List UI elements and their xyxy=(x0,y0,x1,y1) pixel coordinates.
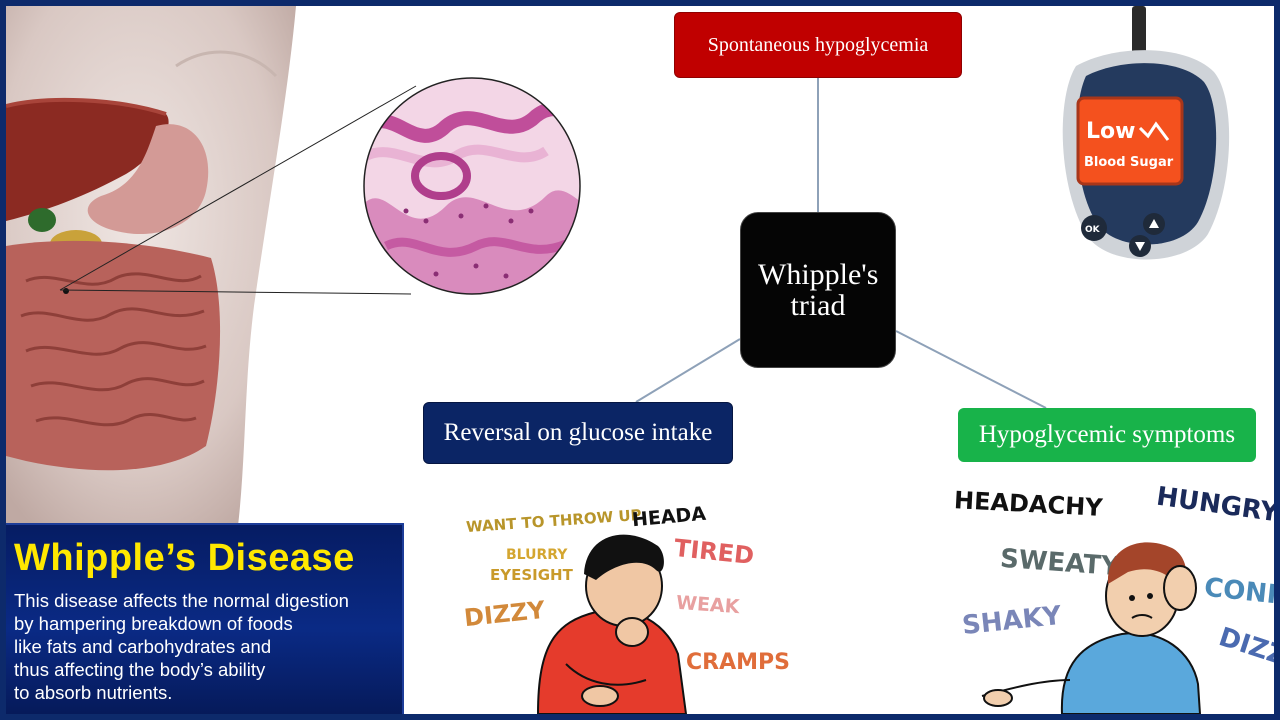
whipples-disease-info-box: Whipple’s Disease This disease affects t… xyxy=(6,523,404,714)
meter-ok-label: OK xyxy=(1085,225,1101,235)
info-body: This disease affects the normal digestio… xyxy=(14,589,392,704)
info-body-line: by hampering breakdown of foods xyxy=(14,613,293,634)
node-whipples-triad: Whipple's triad xyxy=(740,212,896,368)
slide: Spontaneous hypoglycemia Whipple's triad… xyxy=(6,6,1274,714)
symptom-cramps: CRAMPS xyxy=(686,650,790,675)
info-body-line: thus affecting the body’s ability xyxy=(14,659,266,680)
meter-screen-blood-sugar: Blood Sugar xyxy=(1084,155,1174,170)
digestive-system-illustration xyxy=(6,6,306,526)
node-hypoglycemic-symptoms: Hypoglycemic symptoms xyxy=(958,408,1256,462)
symptom-blurry: BLURRY xyxy=(506,547,568,563)
center-node-label: Whipple's triad xyxy=(758,257,879,322)
node-spontaneous-hypoglycemia: Spontaneous hypoglycemia xyxy=(674,12,962,78)
node-reversal-on-glucose-intake: Reversal on glucose intake xyxy=(423,402,733,464)
sick-boy-cartoon: WANT TO THROW UP HEADA BLURRY EYESIGHT T… xyxy=(446,494,790,714)
confused-boy-cartoon: HEADACHY HUNGRY SWEATY SHAKY CONFU DIZZ xyxy=(942,482,1274,714)
info-body-line: like fats and carbohydrates and xyxy=(14,636,272,657)
info-body-line: This disease affects the normal digestio… xyxy=(14,590,349,611)
tissue-micrograph xyxy=(364,78,580,294)
info-title: Whipple’s Disease xyxy=(14,537,355,579)
boy-figure xyxy=(536,534,688,714)
glucose-meter-illustration: Low Blood Sugar OK xyxy=(1062,6,1230,260)
meter-screen-low: Low xyxy=(1086,119,1135,144)
connector-lines xyxy=(59,77,1047,409)
symptom-eyesight: EYESIGHT xyxy=(490,566,573,584)
boy-figure-right xyxy=(981,542,1202,714)
info-body-line: to absorb nutrients. xyxy=(14,682,173,703)
